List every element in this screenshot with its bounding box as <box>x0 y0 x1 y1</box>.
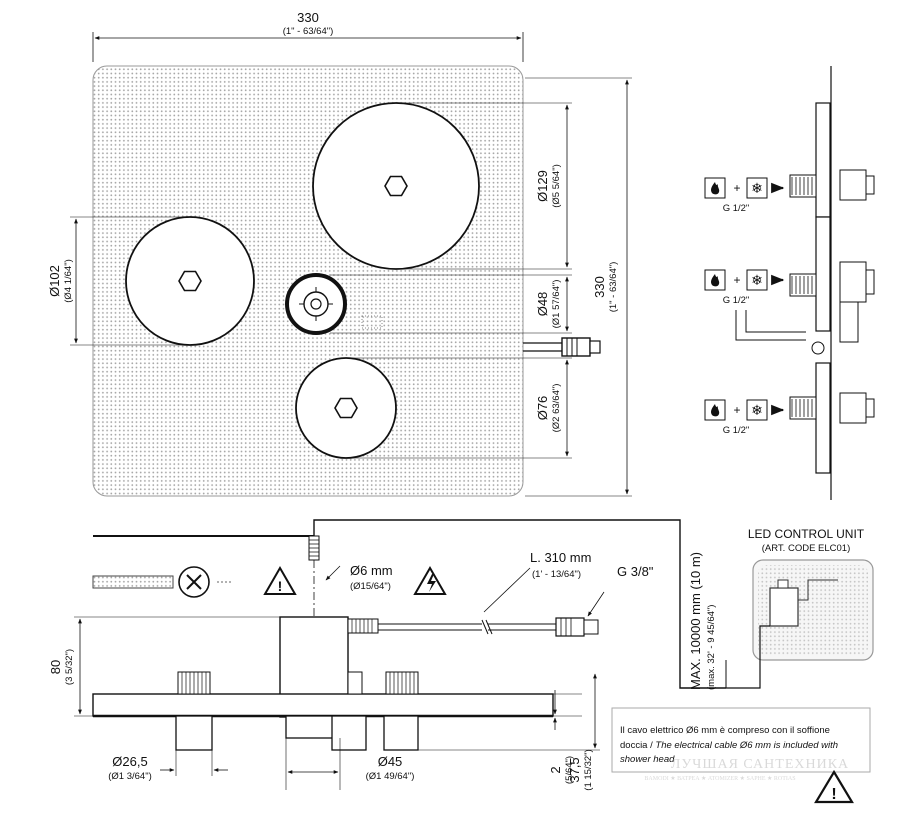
svg-text:Ø129: Ø129 <box>535 170 550 202</box>
dim-d102: Ø102 (Ø4 1/64") <box>47 216 190 346</box>
svg-text:Ø26,5: Ø26,5 <box>112 754 147 769</box>
led-control-unit: LED CONTROL UNIT (ART. CODE ELC01) <box>725 527 874 689</box>
svg-text:MAX. 10000 mm (10 m): MAX. 10000 mm (10 m) <box>688 552 703 690</box>
dim-d129: Ø129 (Ø5 5/64") <box>396 102 572 270</box>
height-imperial: (1" - 63/64") <box>608 262 619 313</box>
svg-text:80: 80 <box>48 660 63 674</box>
dim-height-right: 330 (1" - 63/64") <box>525 77 632 497</box>
svg-text:Ø102: Ø102 <box>47 265 62 297</box>
svg-text:❄: ❄ <box>751 273 763 289</box>
dim-h37: 37,5 (1 15/32") <box>418 673 600 791</box>
width-value: 330 <box>297 10 319 25</box>
svg-text:BAMODI ★ ВАТРЕА ★ ATOMIZER ★ S: BAMODI ★ ВАТРЕА ★ ATOMIZER ★ SAPHE ★ ROT… <box>644 775 795 782</box>
dim-g38: G 3/8" <box>587 564 654 617</box>
svg-text:2: 2 <box>548 766 563 773</box>
side-pipe-1 <box>789 169 875 201</box>
svg-text:(1 15/32"): (1 15/32") <box>583 749 594 790</box>
svg-text:(5/64"): (5/64") <box>564 756 575 784</box>
side-view <box>735 66 875 500</box>
top-view-plate <box>92 65 601 497</box>
svg-text:(Ø2 63/64"): (Ø2 63/64") <box>551 384 562 433</box>
dim-length: L. 310 mm (1' - 13/64") <box>483 550 591 613</box>
side-pipe-2 <box>789 261 875 355</box>
svg-text:G 1/2": G 1/2" <box>723 425 750 436</box>
svg-text:!: ! <box>278 578 283 594</box>
electric-warning-icon <box>413 565 447 595</box>
svg-text:❄: ❄ <box>751 181 763 197</box>
svg-text:❄: ❄ <box>751 403 763 419</box>
svg-text:(1' - 13/64"): (1' - 13/64") <box>532 569 581 580</box>
control-unit-title: LED CONTROL UNIT <box>748 527 865 541</box>
svg-text:(Ø1 49/64"): (Ø1 49/64") <box>366 771 415 782</box>
svg-text:Ø6 mm: Ø6 mm <box>350 563 393 578</box>
svg-text:(Ø15/64"): (Ø15/64") <box>350 581 391 592</box>
svg-text:(max. 32' - 9 45/64"): (max. 32' - 9 45/64") <box>706 605 717 690</box>
connector-row-1: + ❄ G 1/2" <box>704 177 785 214</box>
connector-row-3: + ❄ G 1/2" <box>704 399 785 436</box>
note-box: Il cavo elettrico Ø6 mm è compreso con i… <box>611 707 871 804</box>
svg-text:!: ! <box>831 786 836 803</box>
svg-text:Ø76: Ø76 <box>535 396 550 421</box>
dim-d76: Ø76 (Ø2 63/64") <box>346 357 572 459</box>
svg-text:(Ø1 3/64"): (Ø1 3/64") <box>108 771 152 782</box>
svg-text:(Ø4 1/64"): (Ø4 1/64") <box>63 259 74 303</box>
cold-water-icon <box>746 399 768 421</box>
svg-text:G 1/2": G 1/2" <box>723 203 750 214</box>
dim-max-length: MAX. 10000 mm (10 m) (max. 32' - 9 45/64… <box>688 552 717 690</box>
svg-text:Ø48: Ø48 <box>535 292 550 317</box>
side-pipe-3 <box>789 392 875 424</box>
svg-text:+: + <box>733 403 740 417</box>
warning-icon: ! <box>814 769 854 804</box>
svg-text:(Ø5 5/64"): (Ø5 5/64") <box>551 164 562 208</box>
svg-text:doccia / The electrical cable: doccia / The electrical cable Ø6 mm is i… <box>620 740 838 751</box>
dim-d48: Ø48 (Ø1 57/64") <box>330 274 572 334</box>
dim-d45: Ø45 (Ø1 49/64") <box>285 738 415 790</box>
svg-text:shower head: shower head <box>620 754 675 765</box>
cold-water-icon <box>746 177 768 199</box>
svg-text:G 3/8": G 3/8" <box>617 564 654 579</box>
svg-text:+: + <box>733 181 740 195</box>
control-unit-code: (ART. CODE ELC01) <box>762 543 851 554</box>
svg-text:Ø45: Ø45 <box>378 754 403 769</box>
dim-d26: Ø26,5 (Ø1 3/64") <box>108 750 228 782</box>
dim-h80: 80 (3 5/32") <box>48 616 280 717</box>
width-imperial: (1" - 63/64") <box>283 26 334 37</box>
svg-text:37,5: 37,5 <box>567 757 582 782</box>
dim-width-top: 330 (1" - 63/64") <box>92 10 524 62</box>
led-ring-48 <box>285 273 347 335</box>
connector-row-2: + ❄ G 1/2" <box>704 269 785 306</box>
dim-cable: Ø6 mm (Ø15/64") <box>325 563 393 592</box>
svg-text:L. 310 mm: L. 310 mm <box>530 550 591 565</box>
svg-text:Il cavo elettrico Ø6 mm è comp: Il cavo elettrico Ø6 mm è compreso con i… <box>620 725 830 736</box>
height-value: 330 <box>592 276 607 298</box>
front-section: ! <box>92 519 726 751</box>
dim-h2: 2 (5/64") <box>548 690 582 784</box>
svg-text:+: + <box>733 273 740 287</box>
watermark: ЛУЧШАЯ САНТЕХНИКА BAMODI ★ ВАТРЕА ★ ATOM… <box>644 757 849 782</box>
cold-water-icon <box>746 269 768 291</box>
warning-icon: ! <box>263 565 297 595</box>
svg-text:(Ø1 57/64"): (Ø1 57/64") <box>551 280 562 329</box>
svg-text:ЛУЧШАЯ САНТЕХНИКА: ЛУЧШАЯ САНТЕХНИКА <box>671 757 849 772</box>
svg-text:(3 5/32"): (3 5/32") <box>64 649 75 685</box>
svg-text:G 1/2": G 1/2" <box>723 295 750 306</box>
forbidden-hose <box>92 575 174 589</box>
